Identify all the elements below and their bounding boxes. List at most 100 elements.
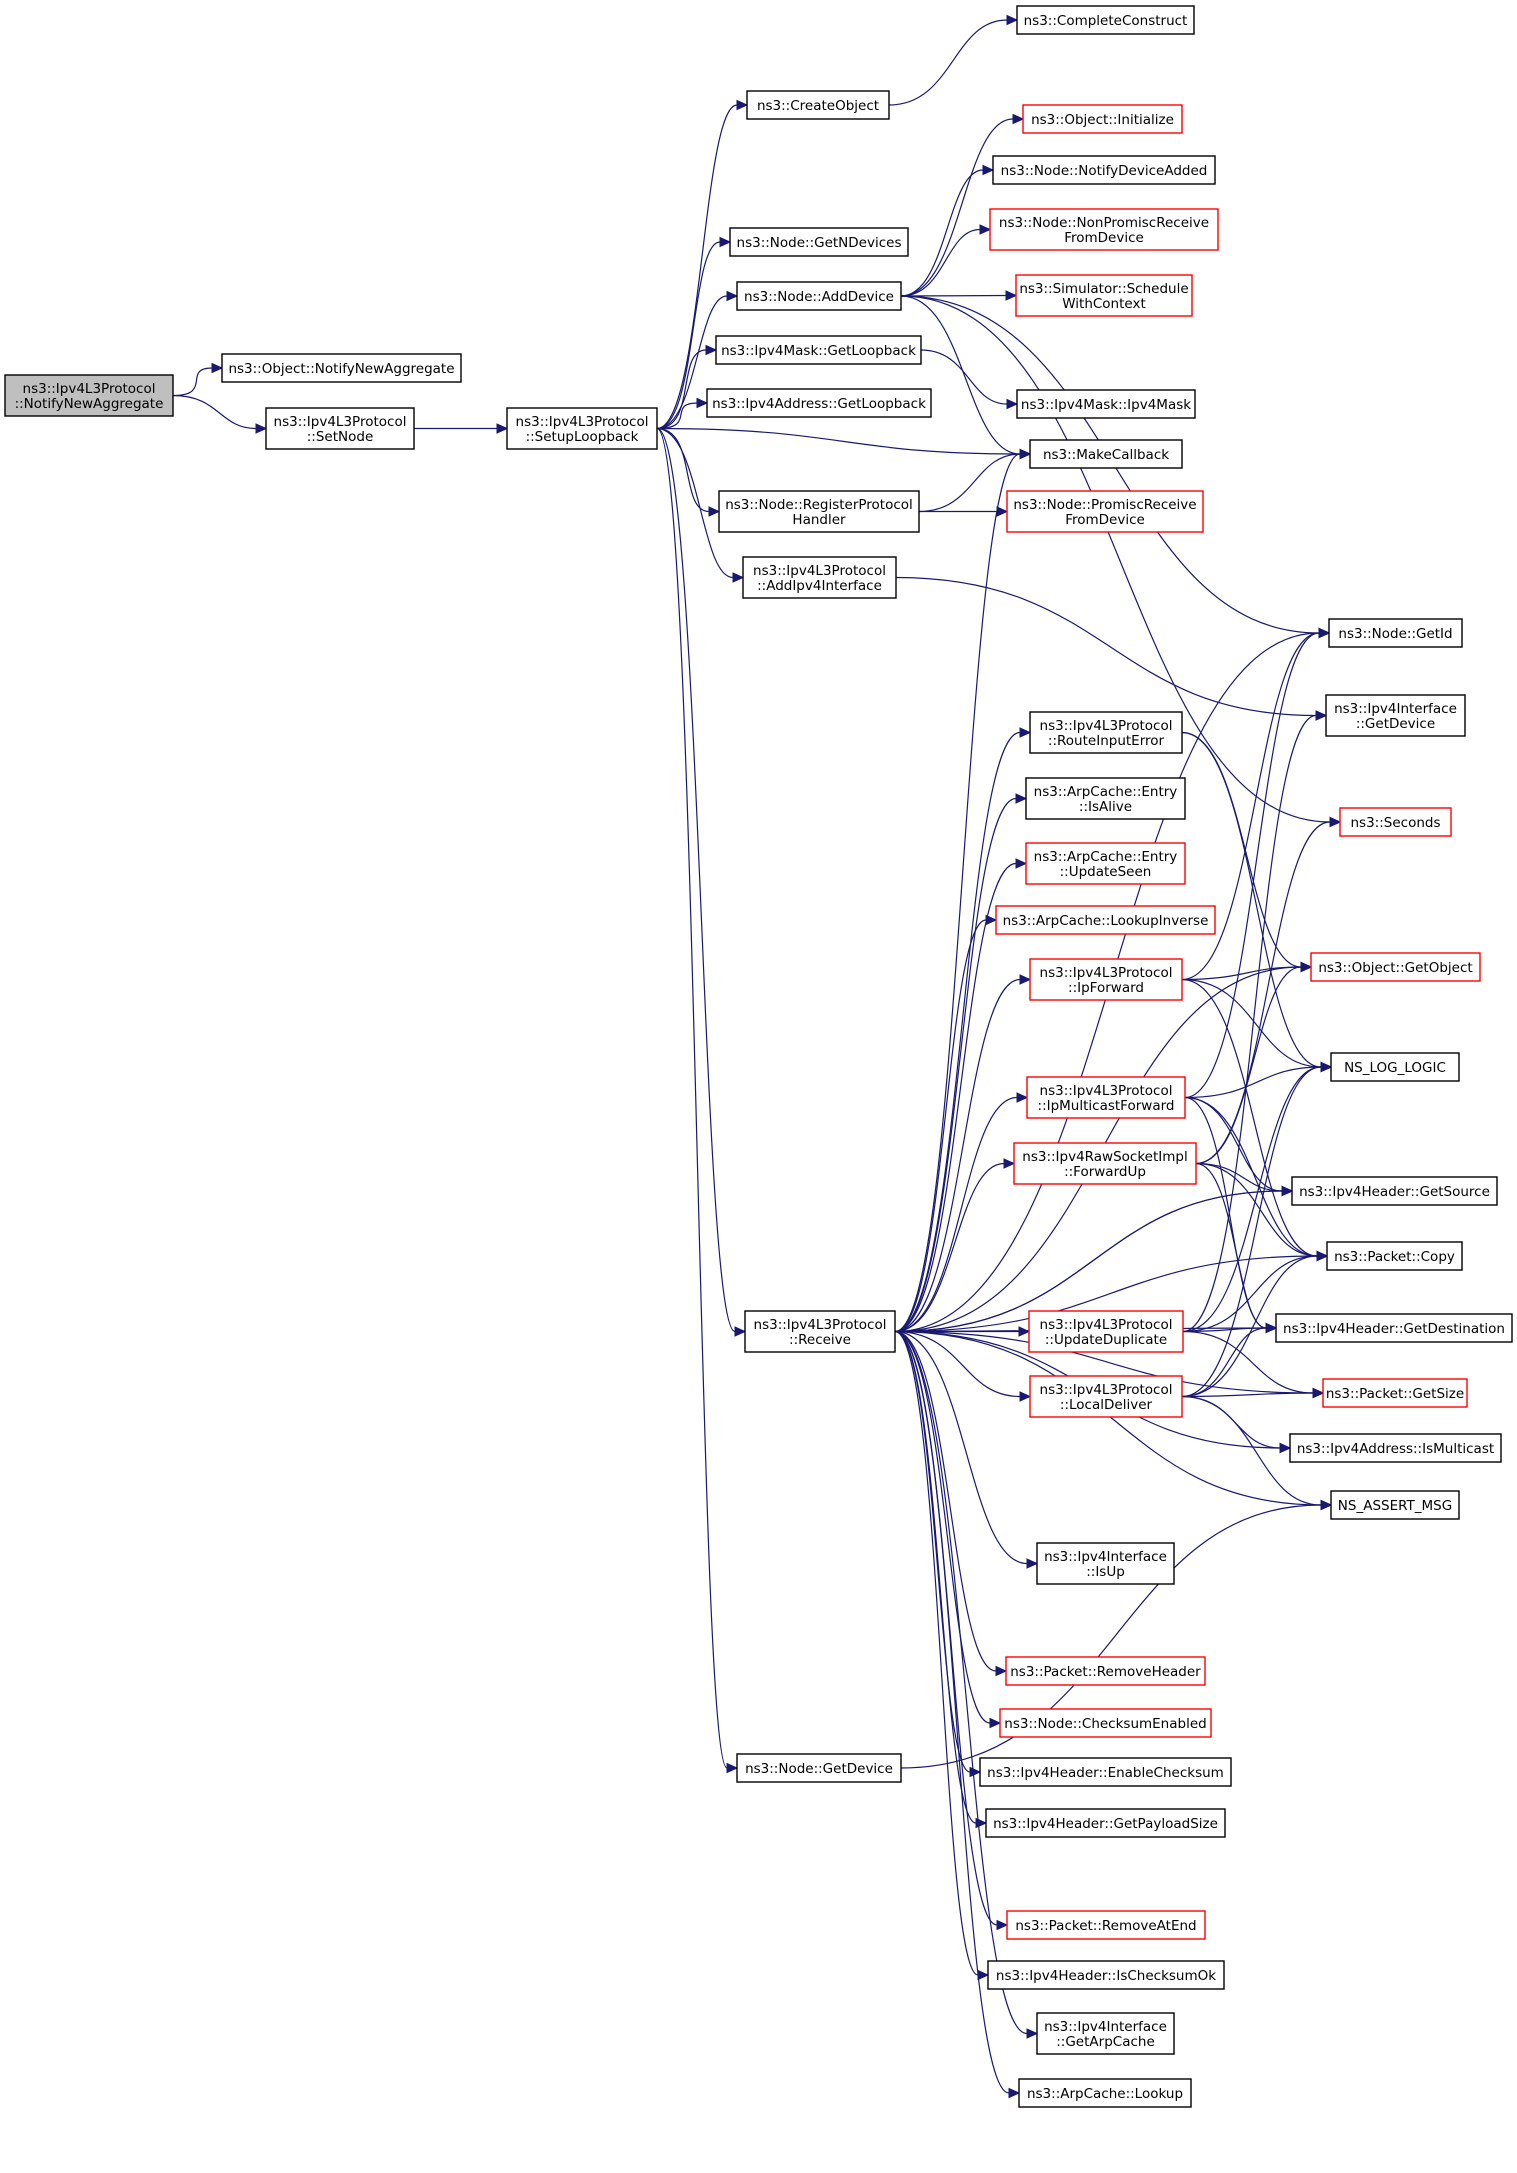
node-label: ns3::Seconds xyxy=(1351,815,1441,831)
edge-adddevice-to-notifydevadded xyxy=(900,164,995,297)
node-ns3-ipv4l3protocol-updateduplicate[interactable]: ns3::Ipv4L3Protocol::UpdateDuplicate xyxy=(1028,1310,1184,1353)
node-box xyxy=(746,90,890,120)
node-label: ns3::Node::NotifyDeviceAdded xyxy=(1001,163,1208,179)
node-ns3-object-notifynewaggregate[interactable]: ns3::Object::NotifyNewAggregate xyxy=(221,353,462,383)
node-ns3-arpcache-entry-updateseen[interactable]: ns3::ArpCache::Entry::UpdateSeen xyxy=(1025,842,1186,885)
node-label: ::AddIpv4Interface xyxy=(757,578,882,594)
edge-setuploop-to-adddevice xyxy=(656,290,739,430)
node-ns3-ipv4header-getdestination[interactable]: ns3::Ipv4Header::GetDestination xyxy=(1275,1313,1513,1343)
edge-line xyxy=(1181,1066,1322,1398)
edge-line xyxy=(894,1330,997,1672)
node-ns3-ipv4mask-getloopback[interactable]: ns3::Ipv4Mask::GetLoopback xyxy=(715,335,922,365)
node-ns3-ipv4l3protocol-routeinputerror[interactable]: ns3::Ipv4L3Protocol::RouteInputError xyxy=(1029,711,1183,754)
node-ns3-seconds[interactable]: ns3::Seconds xyxy=(1339,807,1452,837)
node-ns3-node-getdevice[interactable]: ns3::Node::GetDevice xyxy=(736,1753,902,1783)
node-label: ::UpdateSeen xyxy=(1060,864,1152,880)
node-box xyxy=(1015,274,1193,317)
edge-line xyxy=(656,104,738,430)
node-label: ns3::Packet::GetSize xyxy=(1326,1386,1464,1402)
edge-receive-to-hdr_getsrc xyxy=(894,1185,1294,1333)
node-box xyxy=(1029,958,1183,1001)
edge-arrowhead xyxy=(1329,816,1342,828)
node-ns3-ipv4l3protocol-setnode[interactable]: ns3::Ipv4L3Protocol::SetNode xyxy=(265,407,415,450)
node-ns3-ipv4header-ischecksumok[interactable]: ns3::Ipv4Header::IsChecksumOk xyxy=(987,1960,1225,1990)
node-ns3-ipv4l3protocol-ipforward[interactable]: ns3::Ipv4L3Protocol::IpForward xyxy=(1029,958,1183,1001)
node-ns3-ipv4header-getpayloadsize[interactable]: ns3::Ipv4Header::GetPayloadSize xyxy=(985,1808,1226,1838)
edge-setnode-to-setuploop xyxy=(413,423,509,434)
node-ns3-completeconstruct[interactable]: ns3::CompleteConstruct xyxy=(1016,5,1195,35)
node-label: ns3::Packet::RemoveAtEnd xyxy=(1015,1918,1196,1934)
node-box xyxy=(1289,1433,1502,1463)
edge-line xyxy=(172,367,213,397)
node-box xyxy=(987,1960,1225,1990)
node-label: ::IpForward xyxy=(1068,980,1144,996)
node-label: ns3::Ipv4Header::EnableChecksum xyxy=(987,1765,1224,1781)
node-label: ns3::Object::GetObject xyxy=(1318,960,1472,976)
node-ns3-ipv4rawsocketimpl-forwardup[interactable]: ns3::Ipv4RawSocketImpl::ForwardUp xyxy=(1013,1142,1197,1185)
node-ns3-ipv4l3protocol-addipv4interface[interactable]: ns3::Ipv4L3Protocol::AddIpv4Interface xyxy=(742,556,897,599)
node-label: ns3::Ipv4Header::GetSource xyxy=(1299,1184,1490,1200)
node-ns3-ipv4address-ismulticast[interactable]: ns3::Ipv4Address::IsMulticast xyxy=(1289,1433,1502,1463)
node-ns3-ipv4interface-getarpcache[interactable]: ns3::Ipv4Interface::GetArpCache xyxy=(1036,2012,1175,2055)
node-ns3-arpcache-lookupinverse[interactable]: ns3::ArpCache::LookupInverse xyxy=(995,905,1216,935)
edge-line xyxy=(894,797,1017,1333)
edge-createobject-to-completeconstruct xyxy=(888,14,1019,106)
edge-line xyxy=(1195,1162,1267,1329)
node-ns3-node-adddevice[interactable]: ns3::Node::AddDevice xyxy=(736,281,902,311)
node-ns3-createobject[interactable]: ns3::CreateObject xyxy=(746,90,890,120)
node-ns3-object-initialize[interactable]: ns3::Object::Initialize xyxy=(1022,104,1183,134)
node-ns3-packet-removeatend[interactable]: ns3::Packet::RemoveAtEnd xyxy=(1006,1910,1206,1940)
node-ns-log-logic[interactable]: NS_LOG_LOGIC xyxy=(1330,1052,1460,1082)
node-ns3-ipv4interface-isup[interactable]: ns3::Ipv4Interface::IsUp xyxy=(1036,1542,1175,1585)
node-box xyxy=(4,374,174,417)
node-ns-assert-msg[interactable]: NS_ASSERT_MSG xyxy=(1330,1490,1460,1520)
node-ns3-makecallback[interactable]: ns3::MakeCallback xyxy=(1029,439,1183,469)
node-ns3-ipv4l3protocol-notifynewaggregate[interactable]: ns3::Ipv4L3Protocol::NotifyNewAggregate xyxy=(4,374,174,417)
node-label: NS_LOG_LOGIC xyxy=(1344,1060,1446,1076)
node-ns3-node-notifydeviceadded[interactable]: ns3::Node::NotifyDeviceAdded xyxy=(992,155,1216,185)
node-ns3-ipv4address-getloopback[interactable]: ns3::Ipv4Address::GetLoopback xyxy=(706,388,932,418)
node-box xyxy=(744,1310,896,1353)
edge-arrowhead xyxy=(1019,448,1032,460)
node-ns3-ipv4l3protocol-receive[interactable]: ns3::Ipv4L3Protocol::Receive xyxy=(744,1310,896,1353)
node-ns3-packet-copy[interactable]: ns3::Packet::Copy xyxy=(1326,1241,1463,1271)
node-label: ns3::Ipv4L3Protocol xyxy=(516,414,649,430)
edge-line xyxy=(900,294,1007,297)
node-ns3-ipv4l3protocol-setuploopback[interactable]: ns3::Ipv4L3Protocol::SetupLoopback xyxy=(506,407,658,450)
node-ns3-object-getobject[interactable]: ns3::Object::GetObject xyxy=(1310,952,1481,982)
node-box xyxy=(706,388,932,418)
node-ns3-arpcache-entry-isalive[interactable]: ns3::ArpCache::Entry::IsAlive xyxy=(1025,777,1186,820)
node-ns3-packet-removeheader[interactable]: ns3::Packet::RemoveHeader xyxy=(1005,1656,1206,1686)
node-ns3-node-getndevices[interactable]: ns3::Node::GetNDevices xyxy=(729,227,909,257)
node-ns3-ipv4interface-getdevice[interactable]: ns3::Ipv4Interface::GetDevice xyxy=(1325,694,1466,737)
node-ns3-ipv4header-getsource[interactable]: ns3::Ipv4Header::GetSource xyxy=(1291,1176,1498,1206)
edge-line xyxy=(1181,1395,1281,1449)
node-ns3-ipv4l3protocol-ipmulticastforward[interactable]: ns3::Ipv4L3Protocol::IpMulticastForward xyxy=(1026,1076,1186,1119)
node-ns3-ipv4mask-ipv4mask[interactable]: ns3::Ipv4Mask::Ipv4Mask xyxy=(1016,389,1196,419)
edge-arrowhead xyxy=(996,1919,1009,1931)
node-ns3-packet-getsize[interactable]: ns3::Packet::GetSize xyxy=(1322,1378,1468,1408)
node-ns3-arpcache-lookup[interactable]: ns3::ArpCache::Lookup xyxy=(1018,2078,1192,2108)
node-ns3-node-getid[interactable]: ns3::Node::GetId xyxy=(1328,618,1463,648)
edge-line xyxy=(656,402,698,430)
edge-arrowhead xyxy=(1300,961,1313,973)
edge-line xyxy=(894,1330,1028,1565)
edge-receive-to-rawfwdup xyxy=(894,1158,1016,1333)
node-label: ::NotifyNewAggregate xyxy=(15,396,164,412)
node-label: ns3::Ipv4Address::IsMulticast xyxy=(1297,1441,1494,1457)
node-ns3-ipv4l3protocol-localdeliver[interactable]: ns3::Ipv4L3Protocol::LocalDeliver xyxy=(1029,1375,1183,1418)
edge-receive-to-ns_assert_msg xyxy=(894,1330,1333,1511)
edge-root-to-setnode xyxy=(172,394,268,434)
node-label: ns3::Node::RegisterProtocol xyxy=(725,497,913,513)
node-box xyxy=(1029,1375,1183,1418)
edge-line xyxy=(1184,632,1320,1099)
node-box xyxy=(1328,618,1463,648)
node-ns3-ipv4header-enablechecksum[interactable]: ns3::Ipv4Header::EnableChecksum xyxy=(979,1757,1232,1787)
edge-line xyxy=(900,295,1331,823)
node-ns3-node-checksumenabled[interactable]: ns3::Node::ChecksumEnabled xyxy=(999,1708,1212,1738)
